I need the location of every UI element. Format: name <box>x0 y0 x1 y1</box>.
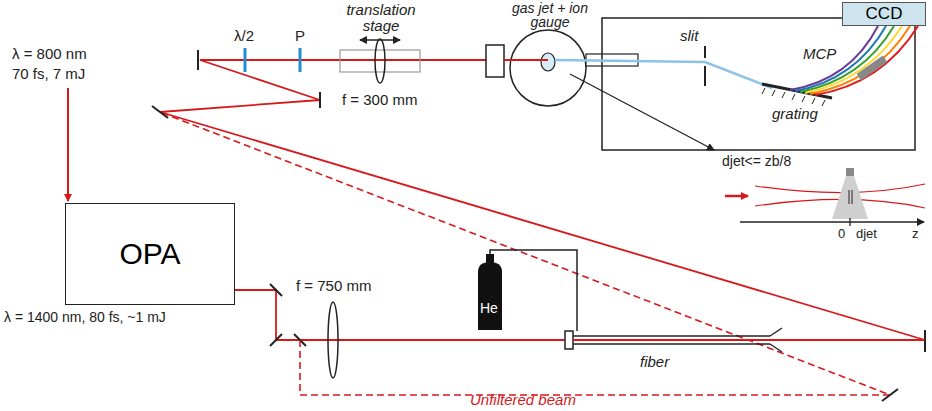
opa-output-label: λ = 1400 nm, 80 fs, ~1 mJ <box>4 309 166 325</box>
jet-width-label: djet <box>856 226 877 242</box>
wavelength-label: λ = 800 nm <box>12 46 87 62</box>
grating-label: grating <box>772 106 818 122</box>
jet-size-label: djet<= zb/8 <box>722 153 791 169</box>
slit-label: slit <box>680 28 698 44</box>
waveplate-label: λ/2 <box>234 28 254 44</box>
pulse-label: 70 fs, 7 mJ <box>12 66 85 82</box>
axis-label: z <box>912 226 919 242</box>
box-text: OPA <box>119 237 180 271</box>
chamber-label: gas jet + ion gauge <box>508 1 592 29</box>
beam-label: Unfiltered beam <box>470 392 576 408</box>
axis-origin: 0 <box>838 226 845 242</box>
polarizer-label: P <box>295 28 305 44</box>
stage-label: translation stage <box>336 2 426 34</box>
focal-length-label: f = 750 mm <box>296 278 371 294</box>
box-text: CCD <box>866 4 903 24</box>
gas-label: He <box>480 300 498 316</box>
focal-length-label: f = 300 mm <box>342 92 417 108</box>
ccd-box: CCD <box>842 2 926 26</box>
opa-box: OPA <box>65 203 235 305</box>
mcp-label: MCP <box>803 46 836 62</box>
fiber-label: fiber <box>640 354 669 370</box>
